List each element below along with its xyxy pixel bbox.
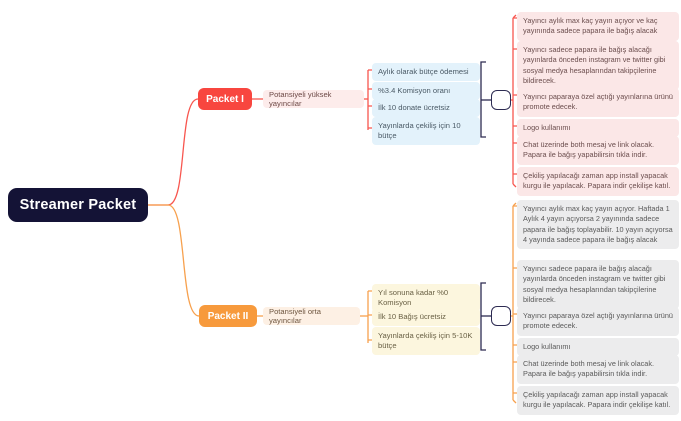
detail-packet-1-0-label: Yayıncı aylık max kaç yayın açıyor ve ka… [523, 16, 658, 36]
subitem-packet-2-0-label: Yıl sonuna kadar %0 Komisyon [378, 288, 449, 308]
detail-packet-1-3-label: Logo kullanımı [523, 123, 571, 132]
branch-node-packet-1[interactable]: Packet I [198, 88, 252, 110]
detail-packet-1-1-label: Yayıncı sadece papara ile bağış alacağı … [523, 45, 666, 86]
detail-packet-2-0[interactable]: Yayıncı aylık max kaç yayın açıyor. Haft… [517, 200, 679, 250]
branch-node-packet-1-label: Packet I [206, 93, 244, 105]
detail-packet-1-4[interactable]: Chat üzerinde both mesaj ve link olacak.… [517, 136, 679, 165]
detail-packet-2-3[interactable]: Logo kullanımı [517, 338, 679, 357]
detail-packet-1-5-label: Çekiliş yapılacağı zaman app install yap… [523, 171, 671, 191]
descriptor-packet-1-label: Potansiyeli yüksek yayıncılar [269, 90, 332, 108]
subitem-packet-2-0[interactable]: Yıl sonuna kadar %0 Komisyon [372, 284, 480, 313]
detail-packet-1-5[interactable]: Çekiliş yapılacağı zaman app install yap… [517, 167, 679, 196]
subitem-packet-2-2[interactable]: Yayınlarda çekiliş için 5-10K bütçe [372, 327, 480, 356]
detail-packet-1-3[interactable]: Logo kullanımı [517, 119, 679, 138]
descriptor-packet-2[interactable]: Potansiyeli orta yayıncılar [263, 307, 360, 325]
detail-packet-1-0[interactable]: Yayıncı aylık max kaç yayın açıyor ve ka… [517, 12, 679, 41]
subitem-packet-2-2-label: Yayınlarda çekiliş için 5-10K bütçe [378, 331, 473, 351]
subitem-packet-2-1[interactable]: İlk 10 Bağış ücretsiz [372, 308, 480, 327]
detail-packet-2-1-label: Yayıncı sadece papara ile bağış alacağı … [523, 264, 666, 305]
detail-packet-2-2-label: Yayıncı paparaya özel açtığı yayınlarına… [523, 311, 673, 331]
detail-packet-2-0-label: Yayıncı aylık max kaç yayın açıyor. Haft… [523, 204, 673, 245]
detail-packet-1-2-label: Yayıncı paparaya özel açtığı yayınlarına… [523, 92, 673, 112]
subitem-packet-2-1-label: İlk 10 Bağış ücretsiz [378, 312, 446, 321]
subitem-packet-1-2[interactable]: İlk 10 donate ücretsiz [372, 99, 480, 118]
descriptor-packet-2-label: Potansiyeli orta yayıncılar [269, 307, 321, 325]
collapse-node-packet-1[interactable] [491, 90, 511, 110]
detail-packet-2-4-label: Chat üzerinde both mesaj ve link olacak.… [523, 359, 655, 379]
detail-packet-2-3-label: Logo kullanımı [523, 342, 571, 351]
subitem-packet-1-1[interactable]: %3.4 Komisyon oranı [372, 82, 480, 101]
subitem-packet-1-0[interactable]: Aylık olarak bütçe ödemesi [372, 63, 480, 82]
subitem-packet-1-0-label: Aylık olarak bütçe ödemesi [378, 67, 469, 76]
detail-packet-2-1[interactable]: Yayıncı sadece papara ile bağış alacağı … [517, 260, 679, 310]
subitem-packet-1-1-label: %3.4 Komisyon oranı [378, 86, 451, 95]
root-node-label: Streamer Packet [19, 197, 137, 213]
branch-node-packet-2[interactable]: Packet II [199, 305, 257, 327]
subitem-packet-1-3-label: Yayınlarda çekiliş için 10 bütçe [378, 121, 461, 141]
subitem-packet-1-2-label: İlk 10 donate ücretsiz [378, 103, 450, 112]
collapse-node-packet-2[interactable] [491, 306, 511, 326]
descriptor-packet-1[interactable]: Potansiyeli yüksek yayıncılar [263, 90, 364, 108]
detail-packet-2-2[interactable]: Yayıncı paparaya özel açtığı yayınlarına… [517, 307, 679, 336]
root-node[interactable]: Streamer Packet [8, 188, 148, 222]
detail-packet-1-2[interactable]: Yayıncı paparaya özel açtığı yayınlarına… [517, 88, 679, 117]
detail-packet-2-5[interactable]: Çekiliş yapılacağı zaman app install yap… [517, 386, 679, 415]
detail-packet-2-5-label: Çekiliş yapılacağı zaman app install yap… [523, 390, 671, 410]
branch-node-packet-2-label: Packet II [207, 310, 249, 322]
detail-packet-2-4[interactable]: Chat üzerinde both mesaj ve link olacak.… [517, 355, 679, 384]
detail-packet-1-4-label: Chat üzerinde both mesaj ve link olacak.… [523, 140, 655, 160]
subitem-packet-1-3[interactable]: Yayınlarda çekiliş için 10 bütçe [372, 117, 480, 146]
detail-packet-1-1[interactable]: Yayıncı sadece papara ile bağış alacağı … [517, 41, 679, 91]
